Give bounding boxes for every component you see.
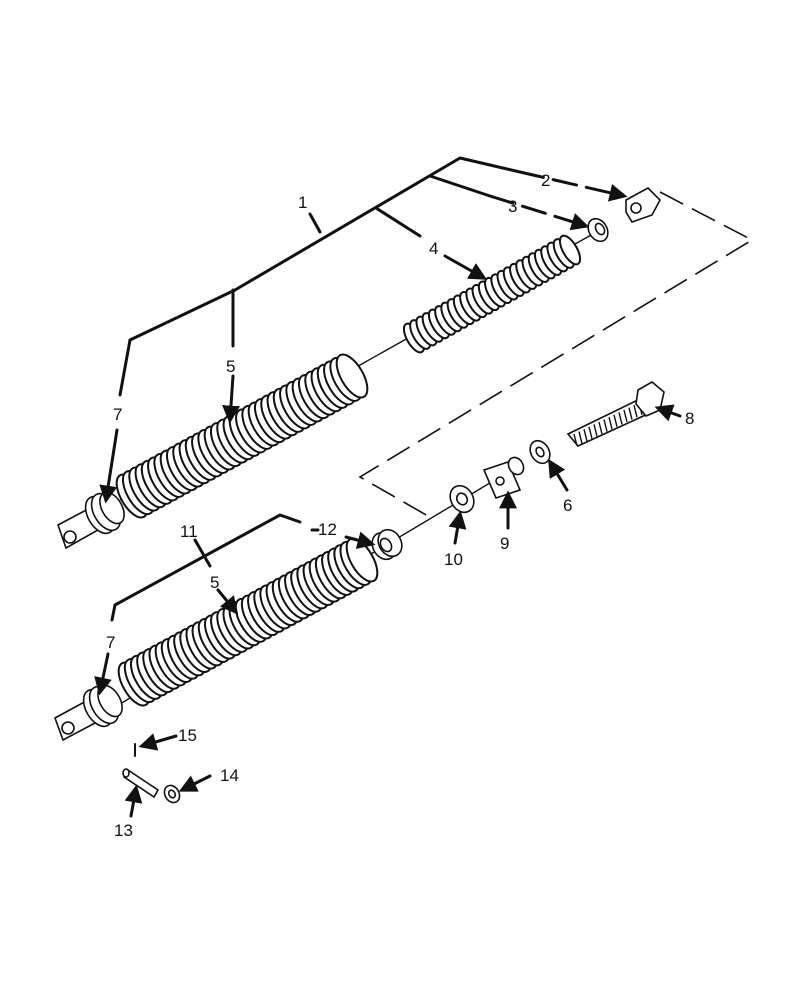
callout-9: 9	[500, 534, 509, 553]
callout-6: 6	[563, 496, 572, 515]
leader-tree-lower	[94, 513, 376, 696]
callout-8: 8	[685, 409, 694, 428]
bolt-thread	[623, 409, 628, 423]
callout-5a: 5	[226, 357, 235, 376]
leader-arrows	[124, 404, 682, 818]
bolt-thread	[618, 412, 623, 425]
callout-11: 11	[180, 522, 198, 541]
callout-2: 2	[541, 171, 550, 190]
callout-15: 15	[178, 726, 197, 745]
clevis-7-lower	[54, 684, 123, 742]
callout-3: 3	[508, 197, 517, 216]
spring-5-lower	[117, 537, 379, 707]
bolt-thread	[633, 405, 638, 418]
washer-6	[529, 439, 551, 465]
group-dashed-outline	[358, 191, 754, 517]
coil-turn	[558, 234, 582, 266]
coil-turn	[335, 353, 369, 399]
washer-14	[163, 784, 181, 804]
nut-3	[587, 217, 609, 243]
bolt-thread	[593, 424, 598, 437]
callout-4: 4	[429, 239, 438, 258]
pin-13	[122, 768, 160, 799]
bolt-thread	[603, 419, 608, 432]
bolt-thread	[613, 414, 618, 427]
leader-tree-upper	[99, 156, 628, 504]
callout-5b: 5	[210, 573, 219, 592]
bolt-8	[566, 381, 665, 447]
bolt-thread	[573, 433, 578, 447]
bolt-thread	[588, 426, 593, 439]
bolt-thread	[583, 429, 588, 442]
callout-12: 12	[318, 520, 337, 539]
callout-10: 10	[444, 550, 463, 569]
nut-12	[371, 528, 403, 561]
bolt-thread	[598, 421, 603, 435]
callout-7a: 7	[113, 405, 122, 424]
clevis-7-upper	[57, 491, 125, 550]
callout-14: 14	[220, 766, 239, 785]
spring-5-upper	[115, 353, 369, 519]
spring-4	[402, 234, 582, 354]
bolt-thread	[608, 417, 613, 430]
callout-13: 13	[114, 821, 133, 840]
plate-9	[482, 456, 525, 499]
bolt-thread	[628, 407, 633, 420]
callout-7b: 7	[106, 633, 115, 652]
bolt-thread	[578, 431, 583, 444]
nut-10	[449, 484, 475, 514]
bracket-2	[625, 187, 661, 223]
callout-1: 1	[298, 193, 307, 212]
